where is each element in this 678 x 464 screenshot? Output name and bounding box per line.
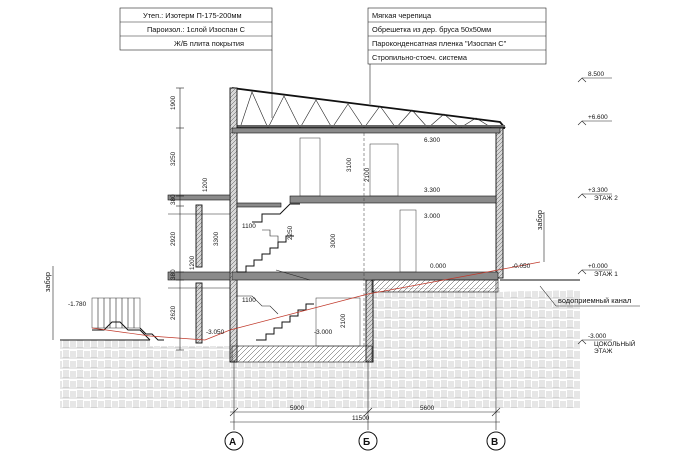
level-minus-3000: -3.000 (588, 333, 607, 340)
callout-right-table (367, 7, 547, 104)
mark-6300: 6.300 (424, 137, 440, 144)
vdim-380-lower: 380 (170, 269, 177, 280)
level-mark-ticks (577, 77, 612, 345)
hdim-right: 5600 (420, 405, 435, 412)
vdim-380-upper: 380 (170, 194, 177, 205)
mark-minus-0050: -0.050 (512, 263, 531, 270)
callout-right-line-2: Обрешетка из дер. бруса 50х50мм (372, 25, 491, 34)
callout-right-line-3: Пароконденсатная пленка "Изоспан С" (372, 39, 507, 48)
level-6600: +6.600 (588, 114, 608, 121)
hdim-total: 11500 (352, 415, 370, 422)
axis-bubble-v: В (486, 431, 506, 451)
dim-3300: 3300 (213, 231, 220, 246)
callout-right-line-1: Мягкая черепица (372, 11, 432, 20)
mark-3300-inner: 3.300 (424, 187, 440, 194)
callout-right-line-4: Стропильно-стоеч. система (372, 53, 468, 62)
level-floor-2: ЭТАЖ 2 (594, 195, 618, 202)
dim-3000: 3000 (330, 233, 337, 248)
vdim-2620: 2620 (170, 305, 177, 320)
callout-left-line-3: Ж/Б плита покрытия (174, 39, 244, 48)
hdim-left: 5900 (290, 405, 305, 412)
mark-0000-inner: 0.000 (430, 263, 446, 270)
mark-minus-3000-inner: -3.000 (314, 329, 333, 336)
mark-minus-1780: -1.780 (68, 301, 87, 308)
svg-text:А: А (229, 437, 236, 448)
fence-label-right: забор (535, 210, 544, 230)
drainage-channel-label: водоприемный канал (558, 296, 631, 305)
level-0000: +0.000 (588, 263, 608, 270)
axis-bubble-a: А (224, 431, 244, 451)
ground-fill (60, 279, 580, 408)
vdim-1900: 1900 (170, 95, 177, 110)
callout-left-table (119, 7, 273, 118)
dim-2100-lower: 2100 (340, 313, 347, 328)
level-3300: +3.300 (588, 187, 608, 194)
mark-minus-3050: -3.050 (206, 329, 225, 336)
vdim-3250: 3250 (170, 151, 177, 166)
dim-1100-lower: 1100 (242, 297, 256, 304)
callout-left-line-1: Утеп.: Изотерм П-175-200мм (143, 11, 242, 20)
openings (299, 133, 417, 347)
dim-2250: 2250 (287, 225, 294, 240)
mark-3000-inner: 3.000 (424, 213, 440, 220)
level-basement-2: ЭТАЖ (594, 348, 613, 355)
dim-1100-upper: 1100 (242, 223, 256, 230)
vdim-2920: 2920 (170, 231, 177, 246)
dim-2100-upper: 2100 (364, 167, 371, 182)
fence-label-left: забор (43, 272, 52, 292)
callout-left-line-2: Пароизол.: 1слой Изоспан С (147, 25, 246, 34)
roof-truss (231, 87, 506, 129)
axis-bubble-b: Б (358, 431, 378, 451)
stairs (236, 203, 314, 341)
dim-1200-upper: 1200 (202, 177, 209, 192)
red-grade-line (91, 261, 541, 341)
horizontal-dimension-chain (229, 280, 501, 430)
level-8500: 8.500 (588, 71, 604, 78)
svg-text:В: В (491, 437, 498, 448)
vertical-dimension-chain (176, 87, 184, 351)
level-floor-1: ЭТАЖ 1 (594, 271, 618, 278)
left-annex (91, 194, 231, 344)
svg-text:Б: Б (363, 437, 370, 448)
dim-3100: 3100 (346, 157, 353, 172)
wall-axis-v (495, 127, 504, 279)
level-basement-1: ЦОКОЛЬНЫЙ (594, 339, 636, 348)
dim-1200-lower: 1200 (189, 255, 196, 270)
